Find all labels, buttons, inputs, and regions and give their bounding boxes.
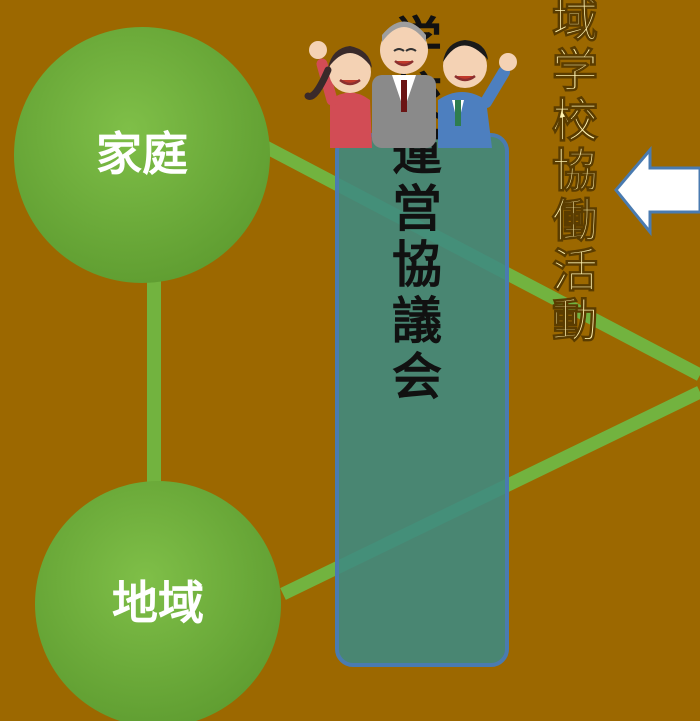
collaboration-label: 地域学校協働活動	[545, 0, 599, 346]
connector-home-community	[147, 270, 161, 498]
three-cheering-people-icon	[304, 21, 517, 148]
node-home-label: 家庭	[96, 127, 188, 181]
council-label: 学校運営協議会	[384, 14, 442, 406]
node-home-circle	[14, 27, 270, 283]
node-community-circle	[35, 481, 281, 721]
double-arrow-icon	[614, 145, 700, 237]
node-community-label: 地域	[112, 576, 204, 630]
